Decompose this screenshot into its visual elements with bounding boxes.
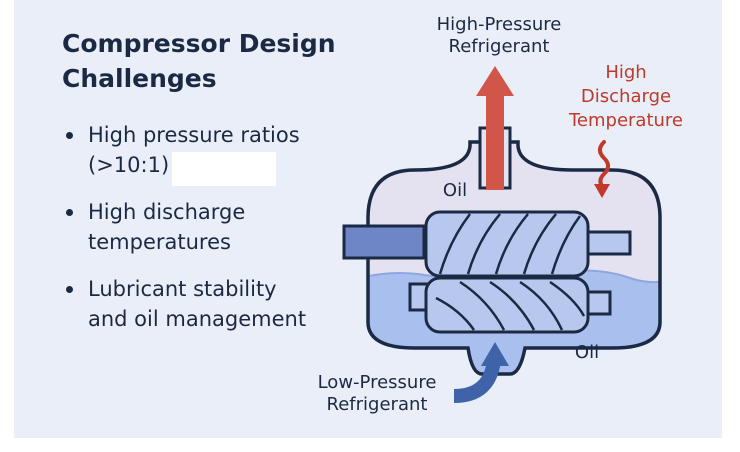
- drive-shaft: [342, 224, 426, 260]
- oil-label-bottom: Oil: [574, 342, 600, 363]
- low-pressure-label: Low-Pressure Refrigerant: [317, 372, 437, 415]
- suction-arrow-icon: [453, 342, 509, 403]
- heat-wave-icon: [598, 140, 610, 188]
- bullet-dot: [66, 209, 73, 216]
- blank-box: [172, 152, 276, 186]
- list-item: High pressure ratios (>10:1): [60, 120, 338, 180]
- upper-rotor: [424, 210, 590, 278]
- oil-label-top: Oil: [442, 180, 468, 201]
- high-pressure-label: High-Pressure Refrigerant: [436, 14, 562, 57]
- lower-shaft-right: [584, 290, 612, 316]
- list-item: Lubricant stability and oil management: [60, 274, 338, 334]
- discharge-arrow-icon: [476, 66, 514, 190]
- list-item-text: High discharge temperatures: [88, 200, 246, 254]
- lower-rotor: [424, 276, 590, 334]
- bullet-dot: [66, 286, 73, 293]
- bullet-dot: [66, 132, 73, 139]
- challenge-list: High pressure ratios (>10:1) High discha…: [60, 120, 338, 351]
- upper-shaft-right: [584, 230, 632, 256]
- list-item-text: Lubricant stability and oil management: [88, 277, 307, 331]
- high-discharge-temperature-label: High Discharge Temperature: [568, 62, 684, 131]
- page-title: Compressor Design Challenges: [62, 29, 336, 93]
- list-item-text: High pressure ratios (>10:1): [88, 123, 300, 177]
- list-item: High discharge temperatures: [60, 197, 338, 257]
